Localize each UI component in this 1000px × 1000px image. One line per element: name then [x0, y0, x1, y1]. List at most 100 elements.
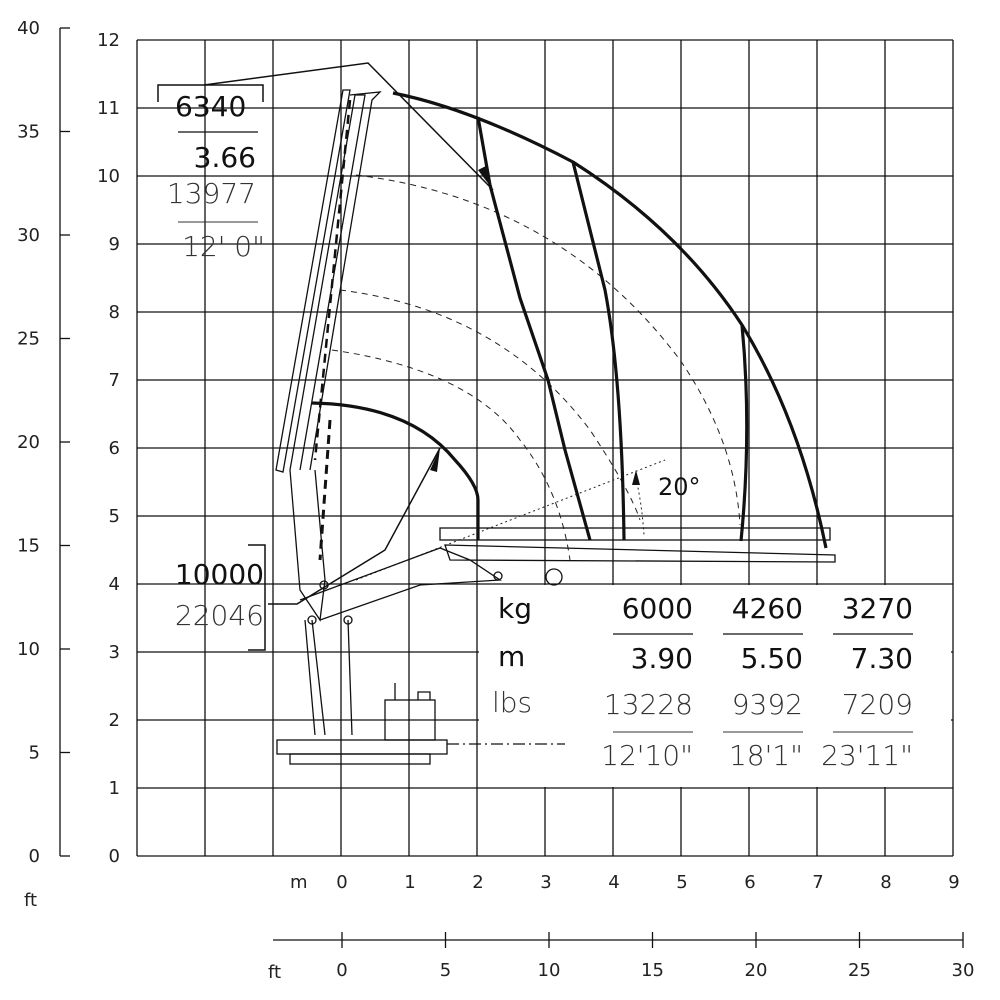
x-m-unit: m [290, 872, 308, 893]
crane-drawing [275, 89, 836, 765]
x-tick-m: 5 [676, 872, 687, 893]
x-tick-ft: 15 [641, 960, 664, 981]
x-tick-m: 0 [336, 872, 347, 893]
y-tick-ft: 25 [17, 329, 40, 350]
y-tick-ft: 0 [29, 846, 40, 867]
pivot-icon [493, 571, 503, 581]
tank-fittings [394, 683, 431, 700]
y-tick-m: 7 [109, 370, 120, 391]
y-ft-unit: ft [24, 890, 37, 911]
x-tick-m: 2 [472, 872, 483, 893]
y-tick-ft: 5 [29, 743, 40, 764]
y-tick-ft: 40 [17, 18, 40, 39]
envelope-curve-2 [571, 161, 626, 541]
leader-lines [157, 62, 494, 651]
x-tick-ft: 10 [538, 960, 561, 981]
max-callout-lbs: 13977 [167, 177, 256, 210]
max-callout-bracket [157, 84, 264, 102]
y-tick-m: 5 [109, 506, 120, 527]
x-tick-ft: 30 [952, 960, 975, 981]
crane-boom-inner [289, 94, 366, 471]
max-callout-ft: 12' 0" [182, 230, 265, 263]
y-tick-m: 3 [109, 642, 120, 663]
dashed-arc-outer [355, 174, 741, 526]
y-tick-ft: 10 [17, 639, 40, 660]
table-cell-ft: 23'11" [821, 739, 913, 772]
y-tick-ft: 20 [17, 432, 40, 453]
table-cell-m: 7.30 [851, 642, 913, 675]
x-tick-ft: 5 [440, 960, 451, 981]
crane-boom-extended [439, 527, 831, 541]
y-tick-m: 11 [97, 98, 120, 119]
inner-envelope-curve [311, 401, 480, 540]
unit-lbs: lbs [492, 686, 532, 719]
y-tick-m: 6 [109, 438, 120, 459]
x-tick-ft: 0 [336, 960, 347, 981]
table-cell-lbs: 9392 [732, 688, 803, 721]
min-callout-kg: 10000 [175, 558, 264, 591]
x-tick-m: 9 [948, 872, 959, 893]
x-tick-m: 7 [812, 872, 823, 893]
table-cell-lbs: 13228 [604, 688, 693, 721]
x-tick-m: 1 [404, 872, 415, 893]
y-tick-ft: 30 [17, 225, 40, 246]
crane-base-struts [304, 619, 353, 736]
hook-icon [545, 568, 563, 586]
angle-label: 20° [658, 473, 701, 501]
oil-tank [384, 699, 436, 741]
x-tick-m: 4 [608, 872, 619, 893]
boom-centerline-upper [313, 99, 352, 461]
dashed-arc-inner [331, 349, 571, 561]
x-tick-m: 3 [540, 872, 551, 893]
table-cell-m: 5.50 [741, 642, 803, 675]
load-table: kg m lbs 60003.901322812'10"42605.509392… [492, 592, 913, 772]
y-tick-ft: 15 [17, 536, 40, 557]
max-callout-leader [203, 62, 494, 191]
table-cell-kg: 3270 [842, 592, 913, 625]
envelope-curve-1 [476, 116, 592, 541]
table-cell-ft: 18'1" [729, 739, 803, 772]
dashed-arc-middle [339, 289, 641, 521]
table-cell-m: 3.90 [631, 642, 693, 675]
load-table-background [479, 585, 951, 787]
crane-boom-lower [444, 544, 836, 563]
table-cell-lbs: 7209 [842, 688, 913, 721]
max-callout-m: 3.66 [194, 141, 256, 174]
x-tick-ft: 25 [848, 960, 871, 981]
unit-kg: kg [498, 592, 532, 625]
crane-boom-outer [309, 91, 382, 471]
x-tick-ft: 20 [745, 960, 768, 981]
angle-arrow-icon [632, 470, 640, 485]
crane-base [276, 739, 448, 755]
crane-base-lower [289, 753, 431, 765]
arrow-head-icon [430, 448, 440, 472]
max-callout-kg: 6340 [175, 90, 246, 123]
y-tick-m: 0 [109, 846, 120, 867]
y-tick-m: 10 [97, 166, 120, 187]
x-tick-m: 8 [880, 872, 891, 893]
y-tick-m: 2 [109, 710, 120, 731]
y-tick-m: 4 [109, 574, 120, 595]
angle-arc [635, 477, 645, 536]
y-tick-m: 12 [97, 30, 120, 51]
y-tick-m: 9 [109, 234, 120, 255]
arrow-head-icon [478, 166, 493, 190]
min-callout-leader [268, 447, 441, 605]
table-cell-kg: 6000 [622, 592, 693, 625]
min-callout-lbs: 22046 [175, 599, 264, 632]
boom-centerline [318, 419, 332, 561]
crane-main-arm [299, 547, 502, 621]
dashed-reach-arcs [331, 174, 741, 561]
y-tick-ft: 35 [17, 122, 40, 143]
x-tick-m: 6 [744, 872, 755, 893]
y-tick-m: 8 [109, 302, 120, 323]
max-envelope-curve [392, 91, 828, 549]
y-tick-m: 1 [109, 778, 120, 799]
unit-m: m [498, 640, 525, 673]
min-callout-bracket [248, 544, 266, 651]
crane-boom-raised [275, 89, 351, 473]
x-ft-unit: ft [268, 962, 281, 983]
table-cell-kg: 4260 [732, 592, 803, 625]
